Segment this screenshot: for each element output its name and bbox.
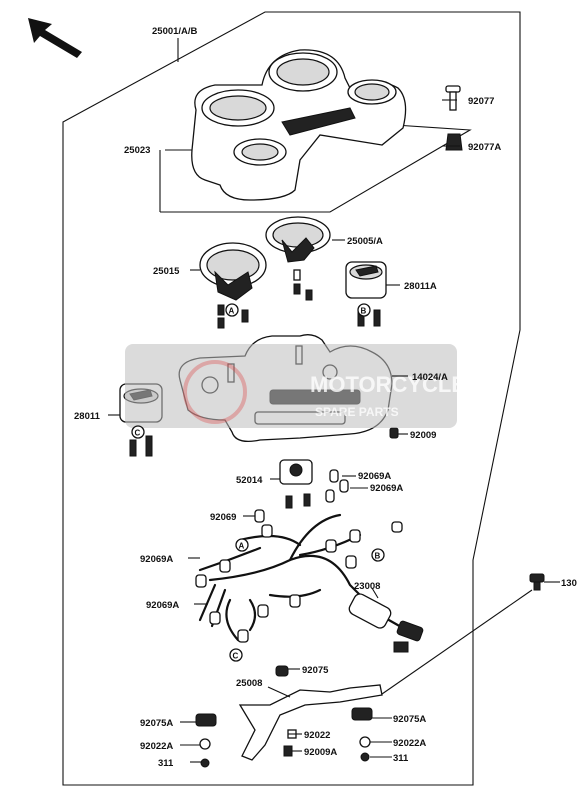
screw-92077 [445, 85, 461, 111]
label-14024: 14024/A [412, 372, 448, 383]
meter-cover [191, 49, 407, 201]
label-28011: 28011 [74, 411, 101, 422]
label-52014: 52014 [236, 475, 263, 486]
gauge-28011A [345, 261, 387, 327]
marker-b-1: B [361, 307, 367, 316]
label-25008: 25008 [236, 678, 262, 689]
label-311-2: 311 [393, 753, 409, 764]
label-92077A: 92077A [468, 142, 501, 153]
watermark-line2: SPARE PARTS [315, 405, 399, 419]
bulb-92069A [325, 469, 349, 503]
label-25015: 25015 [153, 266, 180, 277]
label-92075A-1: 92075A [140, 718, 173, 729]
marker-c-1: C [135, 429, 141, 438]
label-92069A-1: 92069A [358, 471, 391, 482]
label-92022: 92022 [304, 730, 330, 741]
watermark: MOTORCYCLE SPARE PARTS [125, 344, 466, 428]
label-28011A: 28011A [404, 281, 437, 292]
wiring-harness [195, 513, 424, 653]
label-25001: 25001/A/B [152, 26, 198, 37]
speedometer [199, 242, 267, 329]
leader-lines [108, 38, 560, 763]
letter-markers: A B C A B C [131, 303, 385, 662]
tachometer [265, 216, 331, 301]
watermark-line1: MOTORCYCLE [310, 372, 466, 397]
label-25023: 25023 [124, 145, 150, 156]
label-92077: 92077 [468, 96, 494, 107]
marker-c-2: C [233, 652, 239, 661]
label-92069A-2: 92069A [370, 483, 403, 494]
label-92069A-3: 92069A [140, 554, 173, 565]
label-311-1: 311 [158, 758, 174, 769]
grommet-92077A [445, 133, 463, 151]
label-92075A-2: 92075A [393, 714, 426, 725]
label-130: 130 [561, 578, 577, 589]
marker-b-2: B [375, 552, 381, 561]
cover-subframe [160, 124, 472, 213]
label-92009: 92009 [410, 430, 436, 441]
label-92069: 92069 [210, 512, 236, 523]
direction-arrow-icon [28, 18, 82, 58]
label-92009A: 92009A [304, 747, 337, 758]
label-92075: 92075 [302, 665, 329, 676]
label-23008: 23008 [354, 581, 380, 592]
label-92022A-1: 92022A [140, 741, 173, 752]
bolt-130 [529, 573, 545, 591]
bolt-92009 [389, 427, 399, 439]
label-92069A-4: 92069A [146, 600, 179, 611]
label-92022A-2: 92022A [393, 738, 426, 749]
assembly-frame [62, 11, 521, 786]
socket-52014 [279, 459, 313, 509]
bulb-92069 [254, 509, 265, 523]
label-25005: 25005/A [347, 236, 383, 247]
marker-a-2: A [239, 542, 245, 551]
bracket-25008 [195, 665, 383, 768]
marker-a-1: A [229, 307, 235, 316]
part-labels: 25001/A/B 92077 92077A 25023 25005/A 250… [74, 26, 577, 769]
